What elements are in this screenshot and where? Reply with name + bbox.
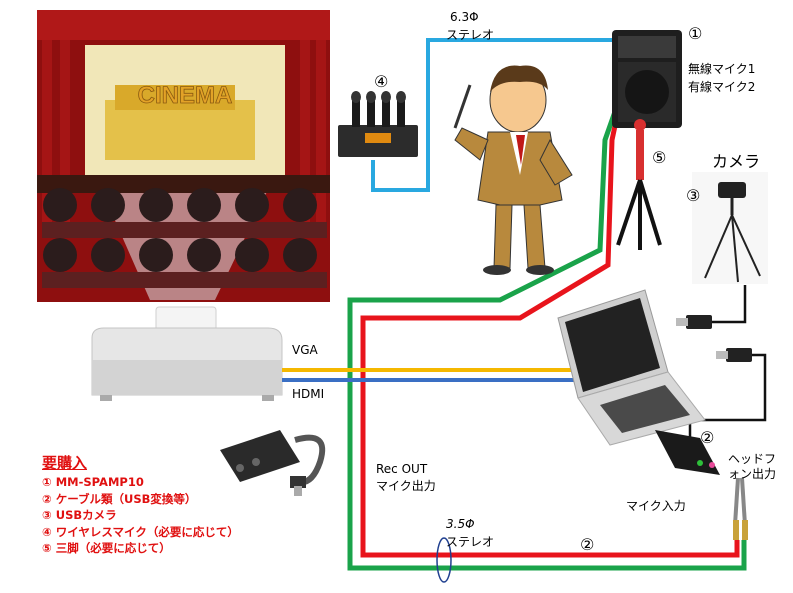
purchase-title: 要購入: [42, 454, 88, 472]
stereo-35-type-label: ステレオ: [446, 535, 495, 549]
purchase-item: ⑤ 三脚（必要に応じて）: [42, 541, 171, 555]
laptop: [557, 289, 706, 446]
headphone-out-label: ヘッドフォン出力: [728, 452, 777, 481]
cinema-sign: CINEMA: [138, 82, 233, 109]
marker-wireless-mic: ④: [374, 72, 389, 91]
hdmi-label: HDMI: [292, 387, 325, 401]
speaker-wireless-mic-label: 無線マイク1: [688, 62, 756, 76]
purchase-item: ② ケーブル類（USB変換等）: [42, 491, 197, 506]
theater-illustration: CINEMA: [37, 10, 330, 302]
stereo-35-size-label: 3.5Φ: [446, 517, 475, 531]
projector: [91, 306, 283, 401]
purchase-item: ① MM-SPAMP10: [42, 475, 144, 489]
stereo-63-type-label: ステレオ: [446, 28, 495, 42]
purchase-list: ① MM-SPAMP10 ② ケーブル類（USB変換等） ③ USBカメラ ④ …: [42, 474, 239, 557]
marker-speaker: ①: [688, 24, 703, 43]
stereo-35-ring: [436, 537, 452, 583]
marker-usb-adapter: ②: [700, 428, 715, 447]
marker-usb-adapter-cable: ②: [580, 535, 595, 554]
cable-red: [360, 54, 740, 558]
presenter-figure: [453, 65, 573, 275]
mic-in-label: マイク入力: [626, 499, 686, 513]
marker-tripod: ⑤: [652, 148, 667, 167]
usb-plug-2: [716, 348, 752, 362]
rec-out-label: Rec OUT: [376, 462, 428, 476]
cable-usb-adapter: [688, 353, 767, 440]
camera-label: カメラ: [712, 152, 761, 171]
usb-plug-1: [676, 315, 712, 329]
purchase-item: ④ ワイヤレスマイク（必要に応じて）: [42, 524, 239, 539]
mic-output-label: マイク出力: [376, 479, 436, 493]
usb-audio-adapter: [655, 430, 748, 540]
stereo-63-size-label: 6.3Φ: [450, 10, 479, 24]
purchase-item: ③ USBカメラ: [42, 508, 117, 522]
usb-audio-adapter-photo: [220, 430, 326, 496]
webcam-on-tripod: [692, 172, 768, 284]
wireless-mic-receiver: [338, 91, 418, 157]
marker-webcam: ③: [686, 186, 701, 205]
cable-usb-camera: [712, 285, 747, 324]
vga-label: VGA: [292, 343, 318, 357]
speaker-wired-mic-label: 有線マイク2: [688, 80, 756, 94]
cable-green: [347, 54, 747, 571]
cable-stereo-63: [371, 38, 620, 192]
speaker-mm-spamp10: [612, 30, 682, 128]
tripod: [616, 119, 662, 250]
